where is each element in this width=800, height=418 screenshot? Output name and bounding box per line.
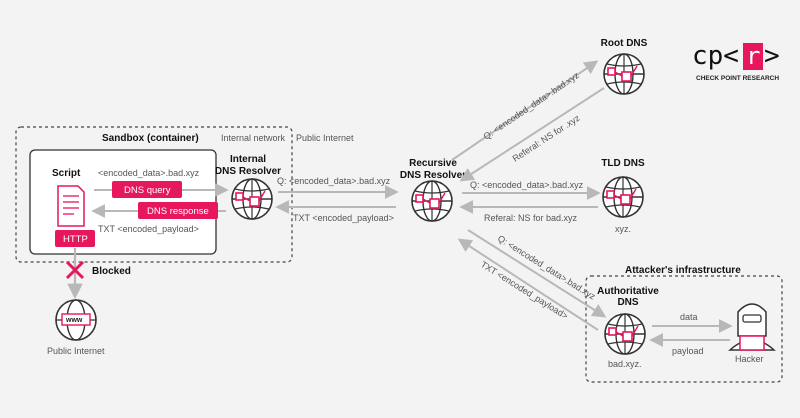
logo-mark-box <box>743 43 763 70</box>
public-internet-zone-label: Public Internet <box>296 133 354 143</box>
sandbox-txt-payload: TXT <encoded_payload> <box>98 224 199 234</box>
recursive-to-root-query-arrow <box>451 60 599 161</box>
root-to-recursive-referral-arrow <box>459 87 605 182</box>
hacker-icon <box>728 303 776 351</box>
blocked-label: Blocked <box>92 266 131 277</box>
root-referral-text: Referal: NS for .xyz <box>511 113 582 164</box>
internal-network-label: Internal network <box>221 133 286 143</box>
auth-to-recursive-response-arrow <box>457 238 599 331</box>
auth-dns-line2: DNS <box>617 297 638 308</box>
sandbox-title: Sandbox (container) <box>102 133 199 144</box>
internal-resolver-globe-icon <box>231 178 273 220</box>
internal-resolver-line2: DNS Resolver <box>215 166 281 177</box>
tld-query-text: Q: <encoded_data>.bad.xyz <box>470 180 584 190</box>
attacker-infrastructure-boundary <box>585 275 783 383</box>
logo-mark-right: > <box>764 41 780 71</box>
sandbox-encoded-query: <encoded_data>.bad.xyz <box>98 168 200 178</box>
tld-dns-sublabel: xyz. <box>615 224 631 234</box>
auth-dns-line1: Authoritative <box>597 286 659 297</box>
recursive-resolver-line2: DNS Resolver <box>400 170 466 181</box>
sandbox-boundary <box>15 126 293 263</box>
root-dns-label: Root DNS <box>601 38 648 49</box>
http-pill: HTTP <box>55 230 95 247</box>
attacker-title: Attacker's infrastructure <box>625 265 741 276</box>
tld-dns-globe-icon <box>602 176 644 218</box>
www-label: www <box>65 317 83 324</box>
logo-mark-left: cp< <box>692 41 739 71</box>
logo-subtitle: CHECK POINT RESEARCH <box>696 75 779 82</box>
http-label: HTTP <box>63 234 88 245</box>
recursive-resolver-globe-icon <box>411 180 453 222</box>
hacker-label: Hacker <box>735 354 764 364</box>
auth-dns-sublabel: bad.xyz. <box>608 359 642 369</box>
blocked-x-icon <box>65 260 85 280</box>
recursive-to-auth-query-arrow <box>467 229 607 318</box>
public-internet-label: Public Internet <box>47 346 105 356</box>
internal-resolver-line1: Internal <box>230 154 266 165</box>
script-document-icon <box>57 185 85 227</box>
internal-response-text: TXT <encoded_payload> <box>293 213 394 223</box>
dns-response-label: DNS response <box>147 206 209 217</box>
data-label: data <box>680 312 698 322</box>
public-internet-globe-icon <box>55 299 97 341</box>
recursive-resolver-line1: Recursive <box>409 158 457 169</box>
script-label: Script <box>52 168 81 179</box>
payload-label: payload <box>672 346 704 356</box>
dns-response-pill: DNS response <box>138 202 218 219</box>
check-point-research-logo: cp< r > CHECK POINT RESEARCH <box>692 41 780 82</box>
root-dns-globe-icon <box>603 53 645 95</box>
logo-mark-r: r <box>746 42 760 70</box>
authoritative-dns-globe-icon <box>604 313 646 355</box>
internal-query-text: Q: <encoded_data>.bad.xyz <box>277 176 391 186</box>
auth-query-text: Q: <encoded_data>.bad.xyz <box>496 233 598 302</box>
dns-query-label: DNS query <box>124 185 171 196</box>
tld-referral-text: Referal: NS for bad.xyz <box>484 213 578 223</box>
dns-query-pill: DNS query <box>112 181 182 198</box>
tld-dns-label: TLD DNS <box>601 158 645 169</box>
